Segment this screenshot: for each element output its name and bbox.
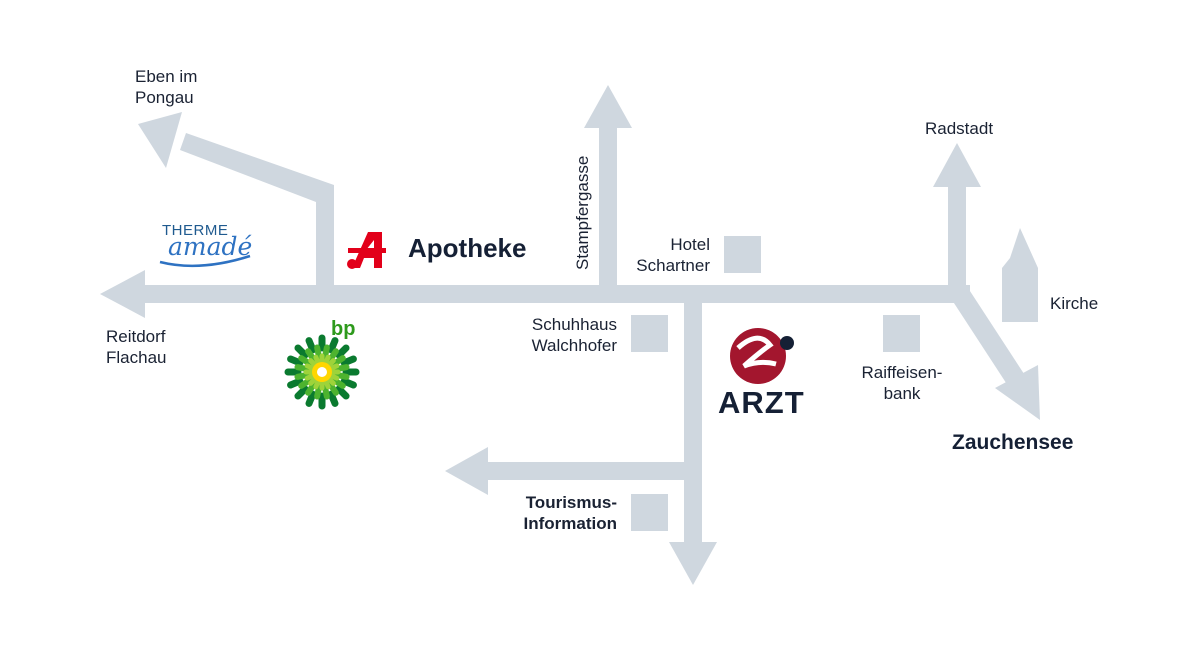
label-stampfergasse: Stampfergasse — [573, 155, 592, 270]
label-arzt: ARZT — [718, 385, 805, 420]
label-hotel: Hotel Schartner — [620, 234, 710, 276]
bp-petal — [331, 355, 346, 367]
arrow-north-radstadt — [933, 143, 981, 187]
road-tourism-branch — [480, 462, 690, 480]
bp-petal — [327, 337, 339, 354]
bp-petal — [294, 364, 311, 373]
therme-wave-icon — [159, 254, 251, 268]
bp-petal — [321, 383, 330, 400]
bp-petal — [287, 377, 304, 389]
bp-petal — [331, 377, 346, 389]
arrow-zauchensee — [995, 365, 1040, 420]
bp-logo-text: bp — [331, 318, 356, 340]
bp-petal — [327, 390, 339, 407]
bp-petal — [294, 385, 309, 400]
bp-petal — [340, 355, 357, 367]
block-tourismus — [631, 494, 668, 531]
label-hotel-line1: Hotel — [670, 235, 710, 254]
road-zauchensee — [952, 288, 1028, 392]
road-radstadt — [948, 180, 966, 300]
apotheke-a-icon — [347, 232, 386, 269]
block-raiffeisen — [883, 315, 920, 352]
label-raiffeisen-line1: Raiffeisen- — [861, 363, 943, 382]
bp-petal — [327, 381, 339, 396]
bp-petal — [333, 371, 350, 380]
bp-petal — [321, 344, 330, 361]
label-apotheke: Apotheke — [408, 233, 527, 263]
label-kirche: Kirche — [1050, 294, 1099, 313]
label-eben-line2: Pongau — [135, 88, 194, 107]
label-schuhhaus: Schuhhaus Walchhofer — [505, 314, 617, 356]
arrow-south — [669, 542, 717, 585]
label-tourismus-line2: Information — [523, 514, 618, 533]
bp-petal — [298, 377, 313, 389]
therme-logo-script: amadé — [168, 232, 253, 261]
church-icon — [1002, 228, 1038, 322]
bp-petal — [314, 344, 323, 361]
block-schuhhaus — [631, 315, 668, 352]
bp-center-core — [317, 367, 327, 377]
bp-petal — [294, 344, 309, 359]
main-road — [140, 285, 970, 303]
bp-petal — [333, 364, 350, 373]
arrow-west-tourism — [445, 447, 488, 495]
label-schuhhaus-line1: Schuhhaus — [531, 315, 617, 334]
arrow-north-stampfergasse — [584, 85, 632, 128]
label-eben-line1: Eben im — [135, 67, 198, 86]
arrow-west — [100, 270, 145, 318]
label-reitdorf: Reitdorf Flachau — [106, 326, 166, 368]
bp-petal — [335, 344, 350, 359]
label-reitdorf-line2: Flachau — [106, 348, 167, 367]
bp-petal — [294, 371, 311, 380]
label-radstadt: Radstadt — [925, 119, 994, 138]
bp-petal — [335, 385, 350, 400]
label-tourismus: Tourismus- Information — [495, 492, 618, 534]
therme-logo-text: THERME — [162, 222, 229, 239]
bp-petal — [305, 390, 317, 407]
bp-petal — [340, 377, 357, 389]
road-stampfergasse — [599, 120, 617, 300]
arrow-eben — [138, 112, 182, 168]
label-zauchensee: Zauchensee — [952, 431, 1074, 454]
road-eben-vertical — [316, 185, 334, 295]
road-eben-diagonal — [180, 133, 334, 202]
block-hotel — [724, 236, 761, 273]
bp-petal — [305, 348, 317, 363]
bp-petal — [287, 355, 304, 367]
label-reitdorf-line1: Reitdorf — [106, 327, 166, 346]
label-raiffeisen-line2: bank — [883, 384, 921, 403]
label-eben: Eben im Pongau — [135, 66, 197, 108]
bp-petal — [305, 337, 317, 354]
label-raiffeisen: Raiffeisen- bank — [850, 362, 954, 404]
label-hotel-line2: Schartner — [636, 256, 710, 275]
label-tourismus-line1: Tourismus- — [525, 493, 617, 512]
bp-petal — [327, 348, 339, 363]
bp-helios-icon — [284, 334, 360, 410]
label-schuhhaus-line2: Walchhofer — [531, 336, 617, 355]
arzt-logo-icon — [730, 328, 794, 384]
bp-petal — [314, 383, 323, 400]
bp-petal — [305, 381, 317, 396]
bp-petal — [298, 355, 313, 367]
road-south — [684, 300, 702, 550]
